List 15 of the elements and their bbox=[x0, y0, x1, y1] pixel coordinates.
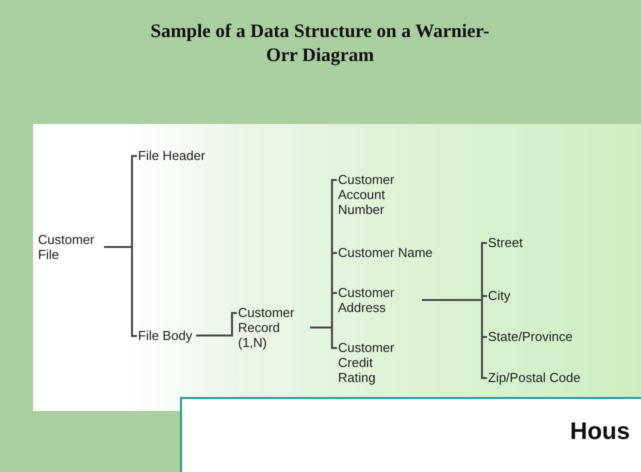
node-label: Customer Name bbox=[338, 245, 433, 260]
node-label: File Body bbox=[138, 328, 192, 343]
node-label: City bbox=[488, 288, 510, 303]
node-label: Customer Address bbox=[338, 285, 418, 315]
node-label: Zip/Postal Code bbox=[488, 370, 580, 385]
node-label: Customer Record (1,N) bbox=[238, 305, 306, 350]
node-label: Street bbox=[488, 235, 523, 250]
title: Sample of a Data Structure on a Warnier-Orr Diagram bbox=[150, 20, 490, 68]
node-label: State/Province bbox=[488, 329, 573, 344]
node-label: File Header bbox=[138, 148, 206, 163]
node-label: Customer File bbox=[38, 232, 100, 262]
node-label: Customer Account Number bbox=[338, 172, 418, 217]
heading-text: Hous bbox=[570, 418, 630, 446]
node-label: Customer Credit Rating bbox=[338, 340, 408, 385]
bracket-line bbox=[196, 312, 237, 336]
